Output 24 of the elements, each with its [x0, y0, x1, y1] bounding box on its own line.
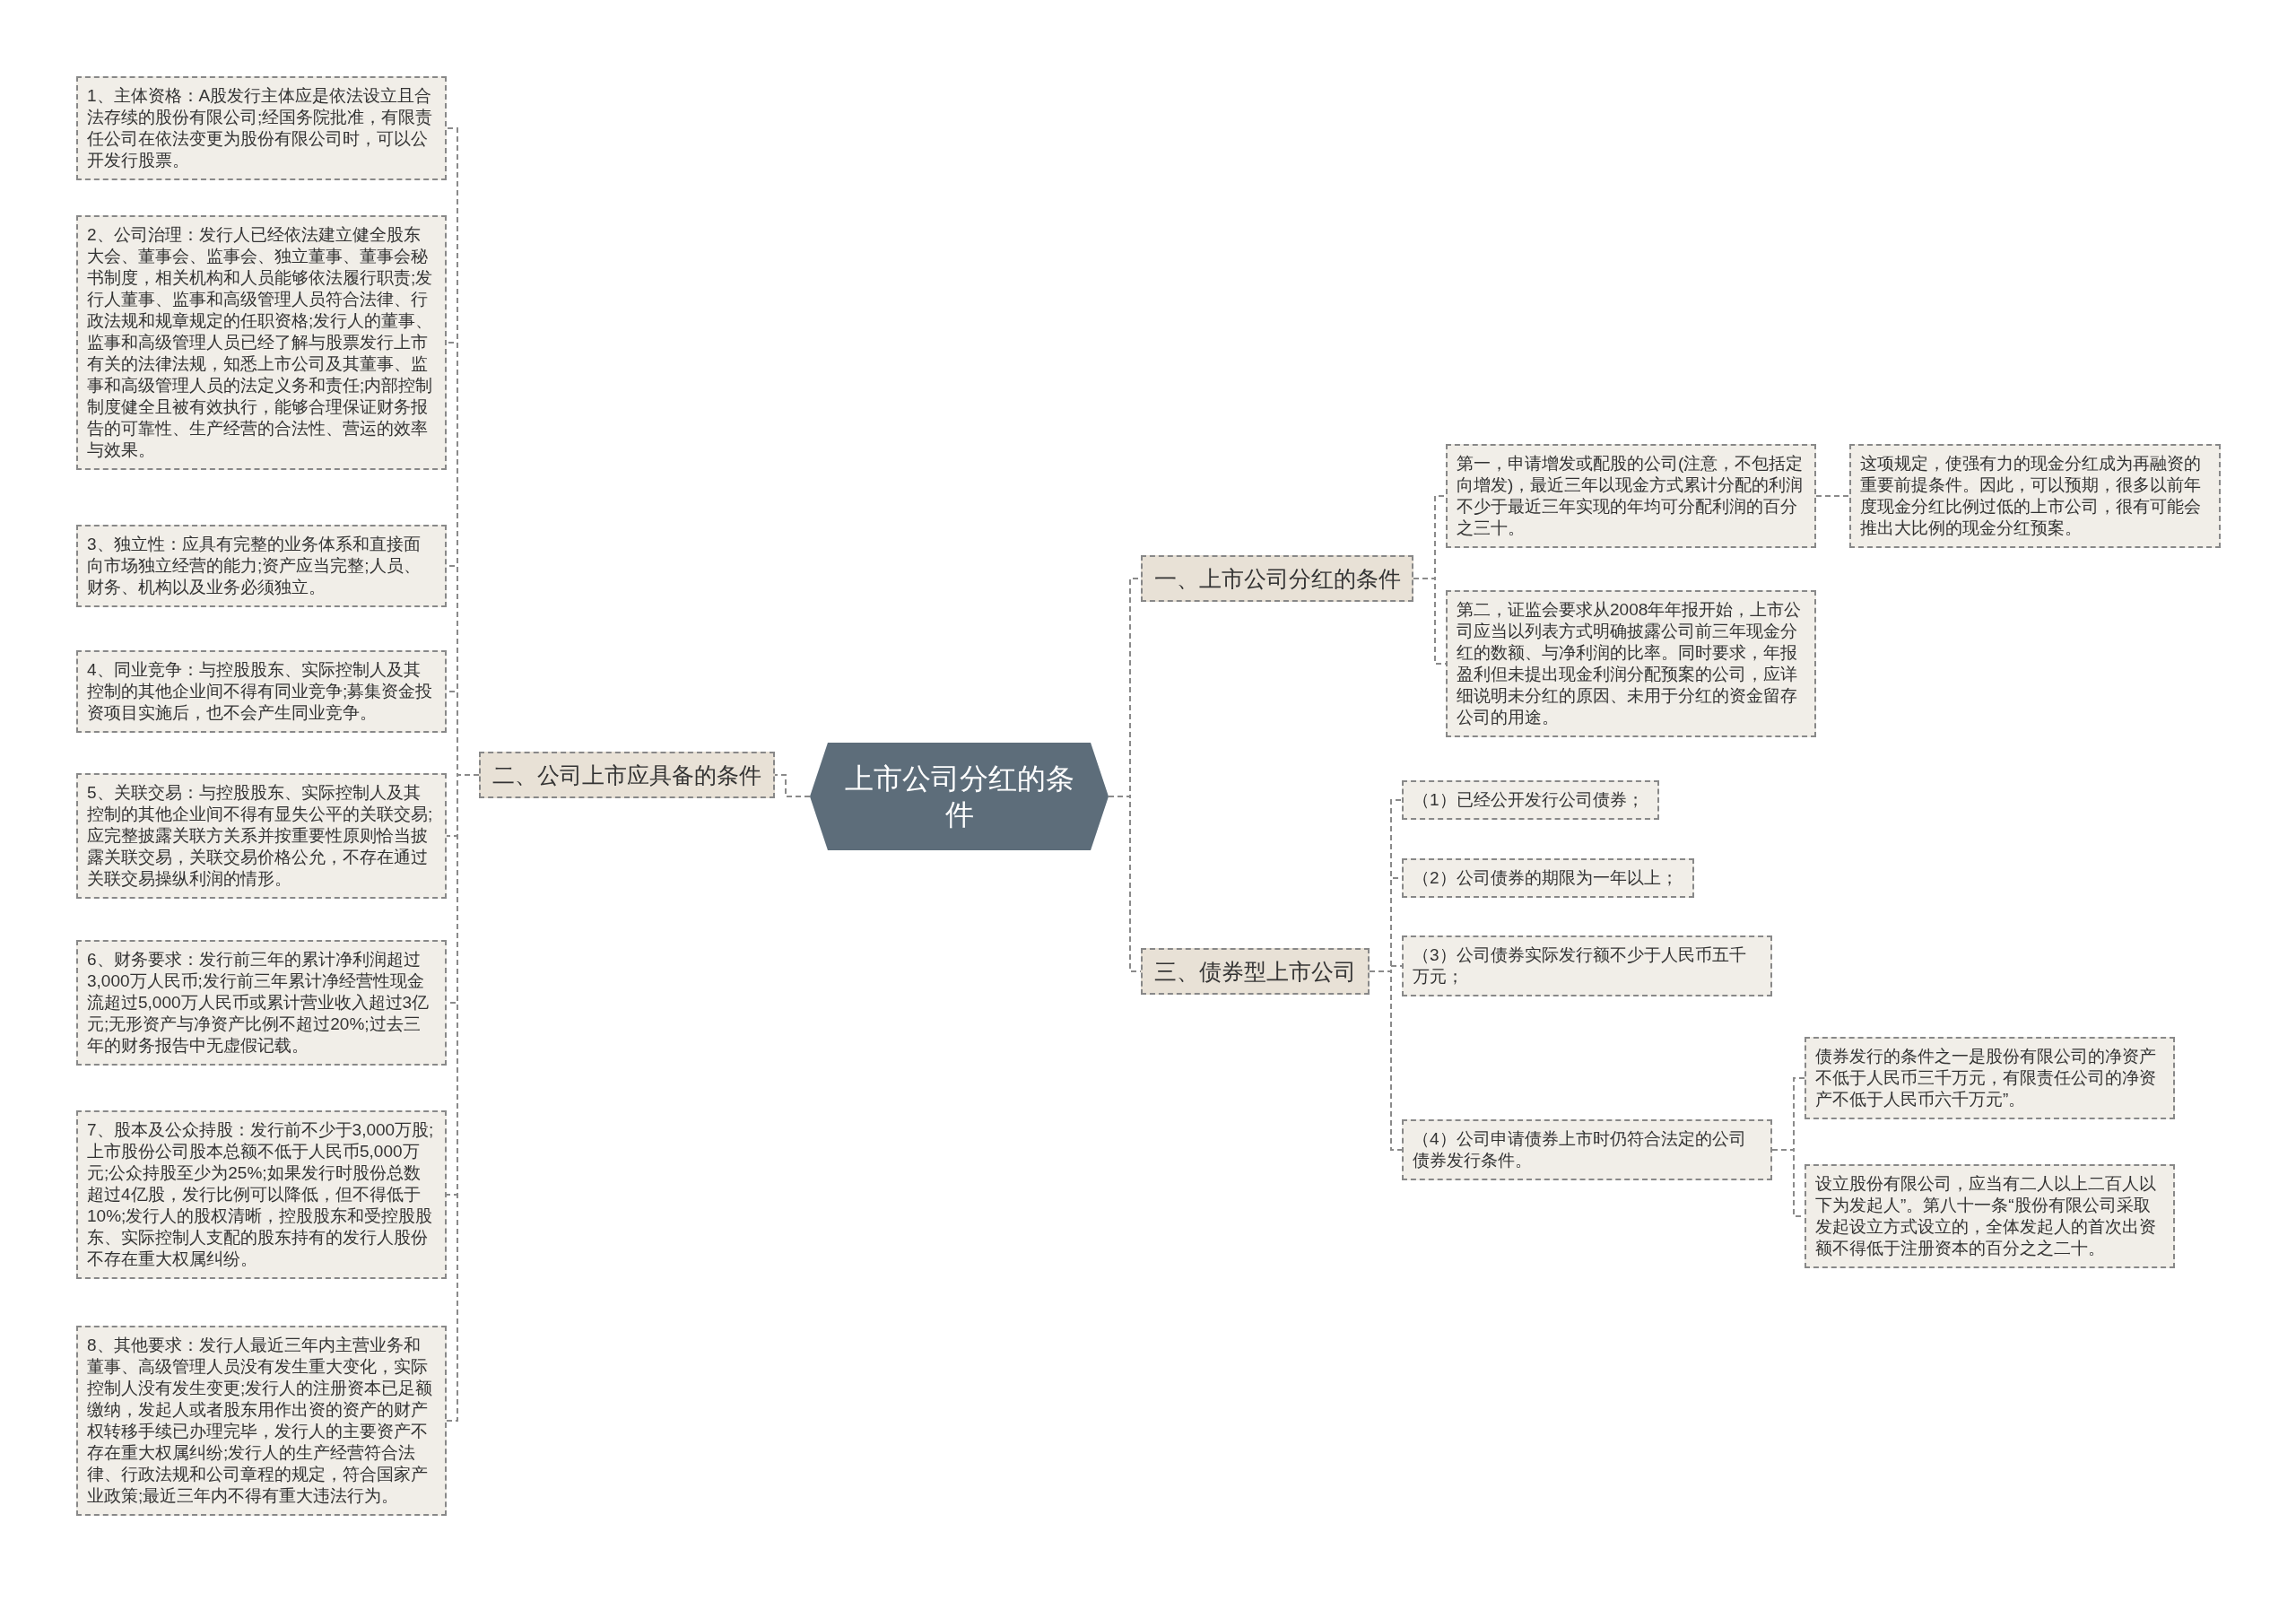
note-box: 4、同业竞争：与控股股东、实际控制人及其控制的其他企业间不得有同业竞争;募集资金投资项目实施后，也不会产生同业竞争。 — [76, 650, 447, 733]
note-box: 6、财务要求：发行前三年的累计净利润超过3,000万人民币;发行前三年累计净经营性现金流超过5,000万人民币或累计营业收入超过3亿元;无形资产与净资产比例不超过20%;过去三年的财务报告中无虚假记载。 — [76, 940, 447, 1066]
note-box: 第二，证监会要求从2008年年报开始，上市公司应当以列表方式明确披露公司前三年现金分红的数额、与净利润的比率。同时要求，年报盈利但未提出现金利润分配预案的公司，应详细说明未分红的原因、未用于分红的资金留存公司的用途。 — [1446, 590, 1816, 737]
branch-topic: 三、债券型上市公司 — [1141, 948, 1370, 995]
note-box: （1）已经公开发行公司债券； — [1402, 780, 1659, 820]
branch-topic: 一、上市公司分红的条件 — [1141, 555, 1413, 602]
connector-line — [1369, 970, 1403, 1151]
note-box: 这项规定，使强有力的现金分红成为再融资的重要前提条件。因此，可以预期，很多以前年度现金分红比例过低的上市公司，很有可能会推出大比例的现金分红预案。 — [1849, 444, 2221, 548]
note-box: 7、股本及公众持股：发行前不少于3,000万股;上市股份公司股本总额不低于人民币5,000万元;公众持股至少为25%;如果发行时股份总数超过4亿股，发行比例可以降低，但不得低于10%;发行人的股权清晰，控股股东和受控股股东、实际控制人支配的股东持有的发行人股份不存在重大权属纠纷。 — [76, 1110, 447, 1279]
note-box: 第一，申请增发或配股的公司(注意，不包括定向增发)，最近三年以现金方式累计分配的利润不少于最近三年实现的年均可分配利润的百分之三十。 — [1446, 444, 1816, 548]
note-box: （2）公司债券的期限为一年以上； — [1402, 858, 1694, 898]
connector-line — [774, 774, 811, 797]
branch-topic: 二、公司上市应具备的条件 — [479, 752, 775, 798]
central-topic: 上市公司分红的条件 — [810, 743, 1109, 850]
note-box: 8、其他要求：发行人最近三年内主营业务和董事、高级管理人员没有发生重大变化，实际控制人没有发生变更;发行人的注册资本已足额缴纳，发起人或者股东用作出资的资产的财产权转移手续已办理完毕，发行人的主要资产不存在重大权属纠纷;发行人的生产经营符合法律、行政法规和公司章程的规定，符合国家产业政策;最近三年内不得有重大违法行为。 — [76, 1326, 447, 1516]
connector-line — [1815, 495, 1850, 497]
note-box: 3、独立性：应具有完整的业务体系和直接面向市场独立经营的能力;资产应当完整;人员、财务、机构以及业务必须独立。 — [76, 525, 447, 607]
note-box: 1、主体资格：A股发行主体应是依法设立且合法存续的股份有限公司;经国务院批准，有限责任公司在依法变更为股份有限公司时，可以公开发行股票。 — [76, 76, 447, 180]
note-box: 2、公司治理：发行人已经依法建立健全股东大会、董事会、监事会、独立董事、董事会秘书制度，相关机构和人员能够依法履行职责;发行人董事、监事和高级管理人员符合法律、行政法规和规章规定的任职资格;发行人的董事、监事和高级管理人员已经了解与股票发行上市有关的法律法规，知悉上市公司及其董事、监事和高级管理人员的法定义务和责任;内部控制制度健全且被有效执行，能够合理保证财务报告的可靠性、生产经营的合法性、营运的效率与效果。 — [76, 215, 447, 470]
note-box: （3）公司债券实际发行额不少于人民币五千万元； — [1402, 935, 1772, 996]
note-box: 设立股份有限公司，应当有二人以上二百人以下为发起人”。第八十一条“股份有限公司采取发起设立方式设立的，全体发起人的首次出资额不得低于注册资本的百分之之二十。 — [1805, 1164, 2175, 1268]
note-box: 5、关联交易：与控股股东、实际控制人及其控制的其他企业间不得有显失公平的关联交易;应完整披露关联方关系并按重要性原则恰当披露关联交易，关联交易价格公允，不存在通过关联交易操纵利润的情形。 — [76, 773, 447, 899]
note-box: 债券发行的条件之一是股份有限公司的净资产不低于人民币三千万元，有限责任公司的净资产不低于人民币六千万元”。 — [1805, 1037, 2175, 1119]
note-box: （4）公司申请债券上市时仍符合法定的公司债券发行条件。 — [1402, 1119, 1772, 1180]
